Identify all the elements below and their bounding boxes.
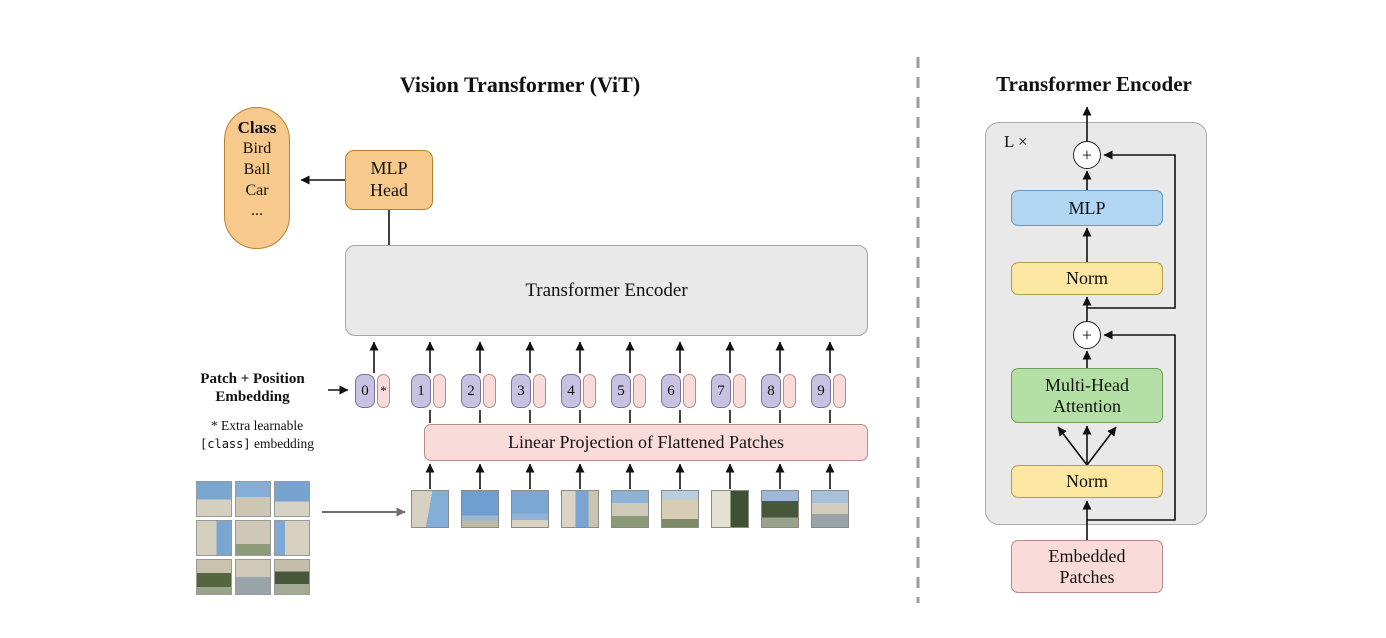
residual-add-bottom: +	[1073, 321, 1101, 349]
token-5-embedding	[633, 374, 646, 408]
token-3-embedding	[533, 374, 546, 408]
token-1: 1	[411, 374, 446, 408]
image-grid-cell	[235, 481, 271, 517]
residual-add-top: +	[1073, 141, 1101, 169]
token-4-pill: 4	[561, 374, 581, 408]
image-patch-9	[811, 490, 849, 528]
linear-projection-box: Linear Projection of Flattened Patches	[424, 424, 868, 461]
image-patch-2	[461, 490, 499, 528]
black-connectors	[300, 106, 1176, 540]
image-grid-cell	[274, 520, 310, 556]
image-grid-cell	[235, 520, 271, 556]
token-9-embedding	[833, 374, 846, 408]
token-7-pill: 7	[711, 374, 731, 408]
image-grid-cell	[196, 559, 232, 595]
token-4: 4	[561, 374, 596, 408]
multi-head-attention-box: Multi-Head Attention	[1011, 368, 1163, 423]
token-2-pill: 2	[461, 374, 481, 408]
token-4-embedding	[583, 374, 596, 408]
token-0-pill: 0	[355, 374, 375, 408]
token-1-pill: 1	[411, 374, 431, 408]
image-patch-6	[661, 490, 699, 528]
note-line1: * Extra learnable	[210, 418, 304, 433]
token-9: 9	[811, 374, 846, 408]
token-0-class-embedding: *	[377, 374, 390, 408]
class-item: ...	[251, 202, 263, 220]
token-8-pill: 8	[761, 374, 781, 408]
norm-box-top: Norm	[1011, 262, 1163, 295]
note-line2: embedding	[250, 435, 314, 451]
image-patch-4	[561, 490, 599, 528]
image-patch-5	[611, 490, 649, 528]
image-patch-8	[761, 490, 799, 528]
norm-box-bottom: Norm	[1011, 465, 1163, 498]
token-8: 8	[761, 374, 796, 408]
image-patch-1	[411, 490, 449, 528]
input-image-grid	[196, 481, 310, 595]
class-header: Class	[237, 118, 277, 137]
token-3-pill: 3	[511, 374, 531, 408]
token-6-embedding	[683, 374, 696, 408]
class-output-capsule: Class Bird Ball Car ...	[224, 107, 290, 249]
token-7-embedding	[733, 374, 746, 408]
transformer-encoder-label: Transformer Encoder	[525, 279, 688, 301]
patch-position-embedding-label: Patch + Position Embedding	[200, 371, 305, 405]
image-patch-7	[711, 490, 749, 528]
token-2: 2	[461, 374, 496, 408]
token-6-pill: 6	[661, 374, 681, 408]
token-1-embedding	[433, 374, 446, 408]
token-7: 7	[711, 374, 746, 408]
token-2-embedding	[483, 374, 496, 408]
token-3: 3	[511, 374, 546, 408]
encoder-detail-box	[985, 122, 1207, 525]
encoder-detail-title: Transformer Encoder	[996, 72, 1192, 96]
note-class-code: [class]	[200, 436, 251, 451]
image-grid-cell	[196, 481, 232, 517]
embedded-patches-box: Embedded Patches	[1011, 540, 1163, 593]
mlp-head-box: MLP Head	[345, 150, 433, 210]
image-grid-cell	[274, 481, 310, 517]
linear-projection-label: Linear Projection of Flattened Patches	[508, 432, 784, 452]
token-5-pill: 5	[611, 374, 631, 408]
token-8-embedding	[783, 374, 796, 408]
image-grid-cell	[235, 559, 271, 595]
image-grid-cell	[196, 520, 232, 556]
vit-title: Vision Transformer (ViT)	[399, 72, 641, 97]
class-embedding-note: * Extra learnable [class] embedding	[186, 417, 328, 452]
mlp-box: MLP	[1011, 190, 1163, 226]
image-patch-3	[511, 490, 549, 528]
token-6: 6	[661, 374, 696, 408]
token-5: 5	[611, 374, 646, 408]
class-item: Car	[245, 181, 269, 199]
transformer-encoder-box: Transformer Encoder	[345, 245, 868, 336]
repeat-count-label: L ×	[1004, 132, 1028, 151]
token-9-pill: 9	[811, 374, 831, 408]
class-item: Bird	[242, 140, 272, 158]
class-item: Ball	[243, 160, 271, 178]
token-0: 0 *	[355, 374, 390, 408]
image-grid-cell	[274, 559, 310, 595]
